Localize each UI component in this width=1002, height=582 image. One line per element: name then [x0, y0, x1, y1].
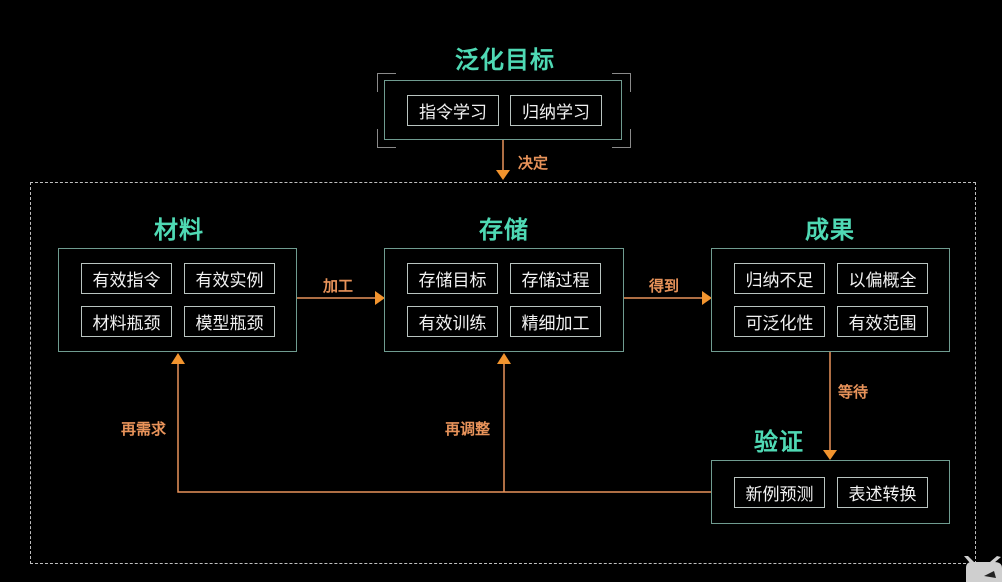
- results-item: 可泛化性: [734, 306, 825, 337]
- verification-panel: 新例预测 表述转换: [711, 460, 950, 524]
- results-item: 以偏概全: [837, 263, 928, 294]
- process-label: 加工: [323, 277, 354, 295]
- re-require-arrowhead: [171, 353, 185, 364]
- storage-item: 存储目标: [407, 263, 498, 294]
- storage-panel: 存储目标 存储过程 有效训练 精细加工: [384, 248, 624, 352]
- results-title: 成果: [805, 216, 855, 244]
- results-panel: 归纳不足 以偏概全 可泛化性 有效范围: [711, 248, 950, 352]
- goal-corner-br: [612, 129, 631, 148]
- goal-item: 指令学习: [407, 95, 499, 126]
- goal-corner-tr: [612, 73, 631, 92]
- wait-label: 等待: [838, 383, 869, 401]
- obtain-arrowhead: [702, 291, 712, 305]
- goal-panel: 指令学习 归纳学习: [384, 80, 622, 140]
- verification-title: 验证: [754, 428, 804, 456]
- goal-corner-bl: [377, 129, 396, 148]
- results-item: 有效范围: [837, 306, 928, 337]
- goal-title: 泛化目标: [455, 46, 555, 74]
- wait-arrowhead: [823, 450, 837, 460]
- obtain-label: 得到: [649, 277, 680, 295]
- decide-arrowhead: [496, 170, 510, 180]
- materials-item: 有效实例: [184, 263, 275, 294]
- results-item: 归纳不足: [734, 263, 825, 294]
- decide-label: 决定: [518, 154, 549, 172]
- storage-item: 存储过程: [510, 263, 601, 294]
- re-require-line: [177, 364, 711, 493]
- storage-item: 有效训练: [407, 306, 498, 337]
- materials-item: 模型瓶颈: [184, 306, 275, 337]
- goal-corner-tl: [377, 73, 396, 92]
- verification-item: 新例预测: [734, 477, 825, 508]
- materials-title: 材料: [154, 216, 204, 244]
- storage-item: 精细加工: [510, 306, 601, 337]
- materials-panel: 有效指令 有效实例 材料瓶颈 模型瓶颈: [58, 248, 297, 352]
- re-require-label: 再需求: [121, 420, 167, 438]
- materials-item: 有效指令: [81, 263, 172, 294]
- re-adjust-arrowhead: [497, 353, 511, 364]
- goal-item: 归纳学习: [510, 95, 602, 126]
- mascot-icon: [964, 556, 1002, 582]
- main-dashed-frame: [30, 182, 976, 564]
- re-adjust-label: 再调整: [445, 420, 491, 438]
- materials-item: 材料瓶颈: [81, 306, 172, 337]
- storage-title: 存储: [479, 216, 529, 244]
- verification-item: 表述转换: [837, 477, 928, 508]
- process-arrowhead: [375, 291, 385, 305]
